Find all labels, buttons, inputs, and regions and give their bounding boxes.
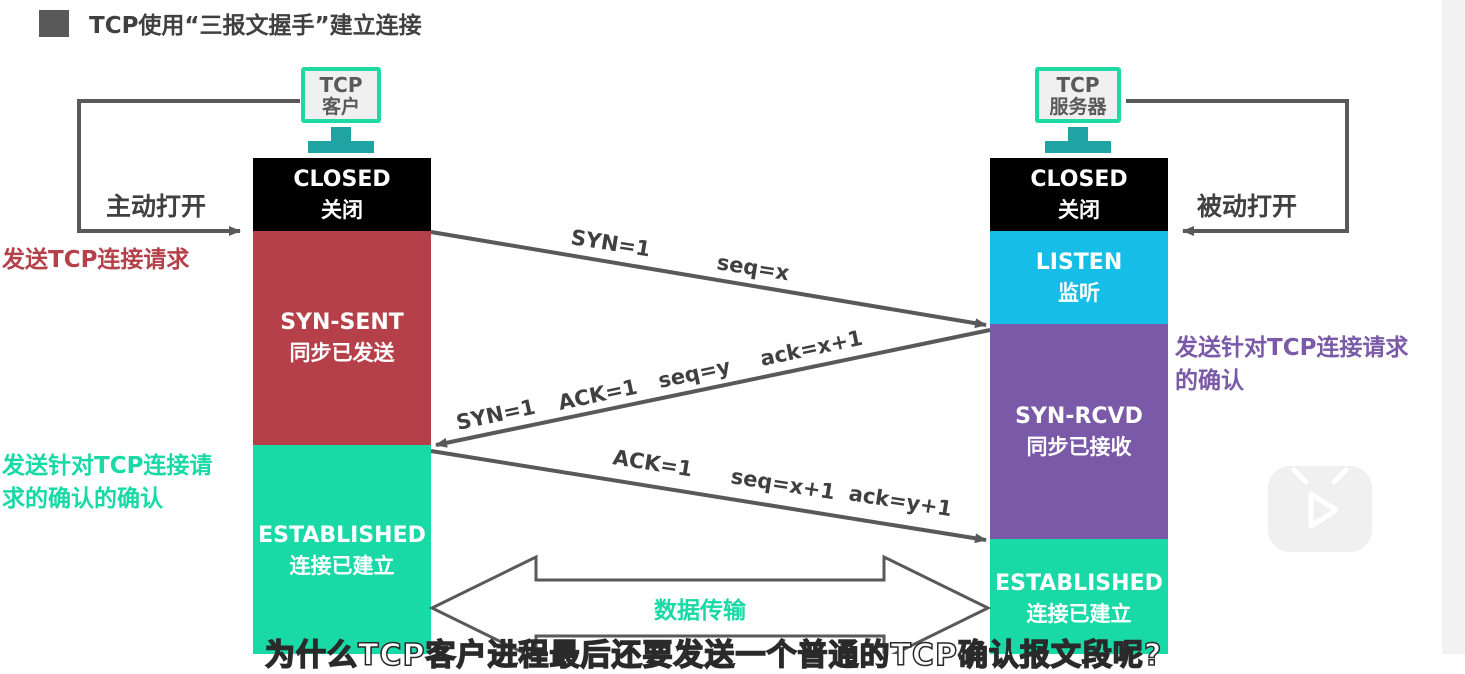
annotation-ack-request-line2: 的确认 [1175, 368, 1244, 394]
seg3-seq: seq=x+1 [729, 464, 837, 504]
client-monitor-line1: TCP [319, 73, 363, 97]
ack-segment-arrow [430, 449, 987, 544]
server-closed-en: CLOSED [1030, 166, 1128, 192]
client-syn-sent-zh: 同步已发送 [289, 341, 395, 365]
server-state-established: ESTABLISHED 连接已建立 [990, 539, 1168, 654]
client-established-en: ESTABLISHED [258, 523, 426, 548]
client-syn-sent-en: SYN-SENT [280, 310, 404, 335]
scrollbar-track[interactable] [1442, 0, 1465, 654]
server-monitor-line2: 服务器 [1049, 96, 1107, 118]
server-monitor-neck [1068, 127, 1088, 141]
client-closed-zh: 关闭 [321, 197, 363, 222]
syn-segment-arrow [430, 230, 987, 329]
client-closed-en: CLOSED [293, 166, 391, 192]
slide-title: TCP使用“三报文握手”建立连接 [89, 13, 422, 39]
server-monitor-base [1045, 141, 1111, 153]
video-subtitle: 为什么TCP客户进程最后还要发送一个普通的TCP确认报文段呢? [264, 637, 1163, 674]
seg3-ack-flag: ACK=1 [611, 445, 694, 481]
client-state-syn-sent: SYN-SENT 同步已发送 [253, 231, 431, 445]
client-monitor-icon: TCP 客户 [301, 67, 381, 123]
server-state-syn-rcvd: SYN-RCVD 同步已接收 [990, 324, 1168, 539]
seg2-ack: ack=x+1 [758, 326, 865, 371]
passive-open-bracket [1126, 99, 1349, 236]
syn-ack-segment-arrow [435, 328, 991, 448]
title-marker [39, 10, 69, 37]
passive-open-label: 被动打开 [1197, 192, 1298, 221]
client-monitor-line2: 客户 [321, 96, 360, 118]
server-state-listen: LISTEN 监听 [990, 231, 1168, 324]
annotation-ack-of-ack-line2: 求的确认的确认 [2, 486, 163, 512]
server-syn-rcvd-zh: 同步已接收 [1026, 434, 1132, 459]
server-state-closed: CLOSED 关闭 [990, 158, 1168, 231]
play-icon [1291, 467, 1349, 529]
data-transfer-arrow [428, 554, 992, 654]
server-syn-rcvd-en: SYN-RCVD [1015, 403, 1143, 429]
client-established-zh: 连接已建立 [289, 554, 395, 578]
handshake-diagram: SYN=1 seq=x SYN=1 ACK=1 seq=y ack=x+1 AC… [77, 99, 1349, 654]
client-state-closed: CLOSED 关闭 [253, 158, 431, 231]
server-listen-zh: 监听 [1058, 280, 1100, 305]
seg3-ack: ack=y+1 [847, 481, 954, 521]
server-established-zh: 连接已建立 [1026, 602, 1132, 626]
seg2-syn: SYN=1 [454, 395, 537, 435]
server-monitor-line1: TCP [1056, 73, 1100, 97]
active-open-label: 主动打开 [106, 192, 207, 221]
client-state-established: ESTABLISHED 连接已建立 [253, 445, 431, 654]
server-closed-zh: 关闭 [1058, 197, 1100, 222]
annotation-ack-of-ack-line1: 发送针对TCP连接请 [2, 453, 213, 479]
server-monitor-icon: TCP 服务器 [1035, 67, 1121, 123]
data-transfer-label: 数据传输 [654, 597, 747, 624]
client-monitor-base [308, 141, 374, 153]
annotation-send-request: 发送TCP连接请求 [2, 247, 190, 273]
annotation-ack-of-ack: 发送针对TCP连接请 求的确认的确认 [2, 450, 212, 516]
video-play-button[interactable] [1268, 466, 1372, 552]
server-listen-en: LISTEN [1035, 249, 1123, 275]
seg2-ack-flag: ACK=1 [556, 375, 639, 415]
client-monitor-neck [331, 127, 351, 141]
server-established-en: ESTABLISHED [995, 571, 1163, 596]
annotation-ack-request: 发送针对TCP连接请求 的确认 [1175, 332, 1408, 398]
active-open-bracket [77, 99, 300, 236]
annotation-ack-request-line1: 发送针对TCP连接请求 [1175, 335, 1409, 361]
